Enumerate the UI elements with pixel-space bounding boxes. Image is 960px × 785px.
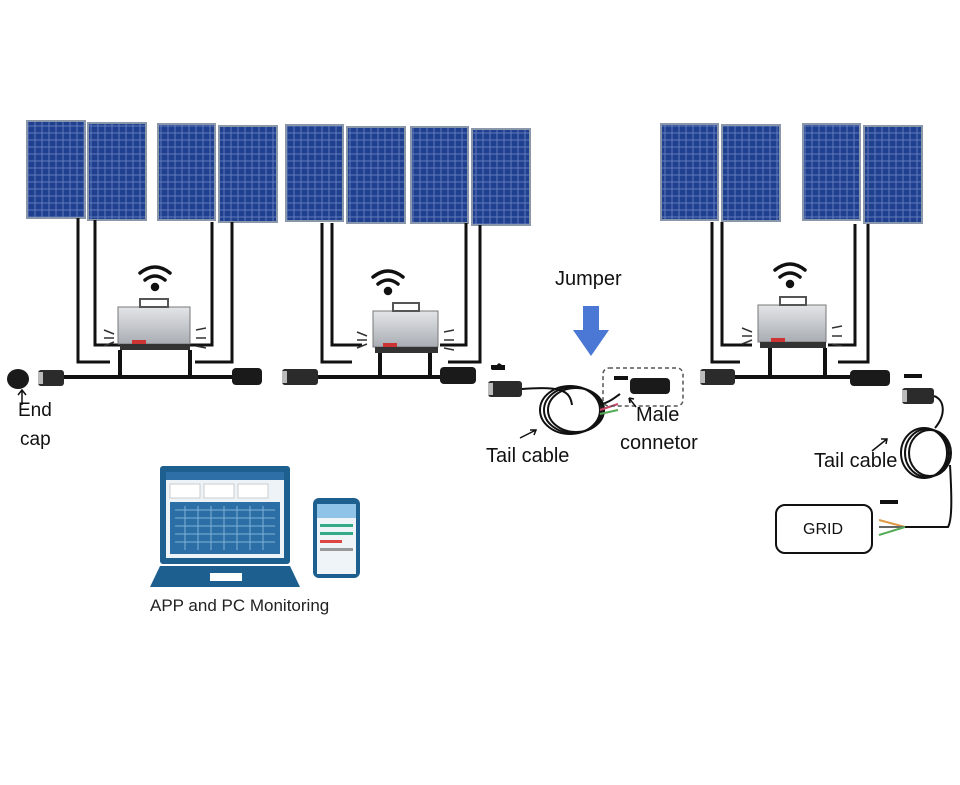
solar-panel-icon: [660, 123, 719, 221]
connector-icon: [38, 370, 64, 386]
dc-cables: [76, 218, 870, 364]
ac-trunk-cable: [62, 348, 850, 379]
connector-icon: [488, 381, 522, 397]
end-cap-label-line2: cap: [20, 429, 51, 450]
connector-icon: [850, 370, 890, 386]
solar-panel-icon: [285, 124, 344, 222]
male-connector-box: [602, 367, 684, 407]
pointer-arrows: [17, 388, 888, 452]
solar-panel-icon: [721, 124, 781, 222]
cable-coil-icon: [521, 385, 621, 435]
grid-box: [775, 504, 873, 554]
grid-label: GRID: [803, 521, 843, 538]
solar-panel-icon: [26, 120, 86, 219]
tail-cable-label: Tail cable: [486, 445, 570, 467]
solar-panel-icon: [87, 122, 147, 221]
solar-panel-group: [26, 120, 923, 226]
wifi-icon: [371, 269, 405, 296]
connector-icon: [232, 368, 262, 385]
end-cap-label: End: [18, 400, 52, 421]
male-connector-label-line2: connetor: [620, 432, 698, 454]
arrow-down-icon: [573, 306, 609, 356]
phone-icon: [313, 498, 360, 578]
solar-panel-icon: [802, 123, 861, 221]
male-connector-label: Male: [636, 404, 680, 426]
solar-panel-icon: [157, 123, 216, 221]
solar-panel-icon: [471, 128, 531, 226]
jumper-label: Jumper: [555, 268, 622, 290]
tail-cable-label-right: Tail cable: [814, 450, 898, 472]
connector-icon: [700, 369, 735, 385]
solar-panel-icon: [410, 126, 469, 224]
microinverter-icon: [356, 302, 455, 353]
solar-panel-icon: [863, 125, 923, 224]
wifi-icon: [773, 262, 807, 289]
microinverter-icon: [741, 296, 843, 348]
solar-panel-icon: [218, 125, 278, 223]
solar-panel-icon: [346, 126, 406, 224]
end-cap-icon: [7, 369, 29, 389]
connector-icon: [902, 388, 934, 404]
connector-icon: [282, 369, 318, 385]
cable-coil-icon: [878, 395, 953, 536]
monitoring-label: APP and PC Monitoring: [150, 596, 330, 615]
wifi-icon: [138, 265, 172, 292]
laptop-icon: [150, 466, 300, 587]
direction-arrow: [491, 363, 922, 504]
microinverter-icon: [103, 298, 207, 350]
connector-icon: [440, 367, 476, 384]
